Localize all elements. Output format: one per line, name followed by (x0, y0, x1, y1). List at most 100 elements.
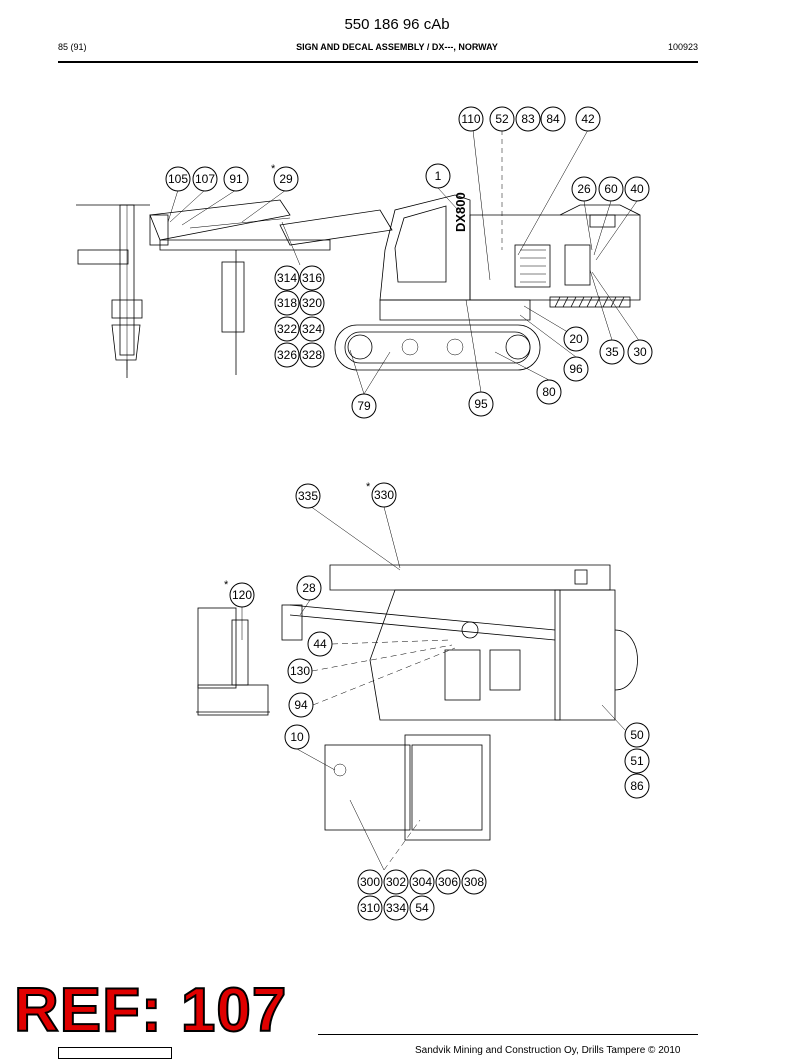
svg-text:42: 42 (581, 112, 595, 126)
svg-text:79: 79 (357, 399, 371, 413)
svg-text:324: 324 (302, 322, 322, 336)
svg-text:310: 310 (360, 901, 380, 915)
callout-bubble: 300 (357, 869, 383, 895)
callout-bubble: 20 (563, 326, 589, 352)
svg-text:326: 326 (277, 348, 297, 362)
svg-text:44: 44 (313, 637, 327, 651)
star-mark: * (271, 163, 276, 175)
callout-bubble: 51 (624, 748, 650, 774)
svg-text:334: 334 (386, 901, 406, 915)
callout-bubble: 96 (563, 356, 589, 382)
document-number: 550 186 96 cAb (344, 16, 450, 33)
document-code: 100923 (667, 42, 698, 52)
callout-bubble: 35 (599, 339, 625, 365)
callout-bubble: 54 (409, 895, 435, 921)
footer-rule (318, 1034, 698, 1035)
callout-bubble: 322 (274, 316, 300, 342)
callout-group-top: 335 330 120 28 44 130 94 50 51 86 10 300… (229, 482, 650, 921)
svg-text:320: 320 (302, 296, 322, 310)
callout-bubble: 86 (624, 773, 650, 799)
callout-bubble: 314 (274, 265, 300, 291)
callout-bubble: 91 (223, 166, 249, 192)
svg-text:120: 120 (232, 588, 252, 602)
svg-text:28: 28 (302, 581, 316, 595)
callout-bubble: 107 (192, 166, 218, 192)
callout-bubble: 320 (299, 290, 325, 316)
callout-bubble: 29 (273, 166, 299, 192)
svg-text:84: 84 (546, 112, 560, 126)
callout-bubble: 84 (540, 106, 566, 132)
svg-text:29: 29 (279, 172, 293, 186)
star-mark: * (224, 579, 229, 591)
svg-text:30: 30 (633, 345, 647, 359)
callout-bubble: 328 (299, 342, 325, 368)
machine-label: DX800 (453, 192, 468, 232)
callout-group-side: 110 52 83 84 42 105 107 91 29 1 26 60 40… (165, 106, 653, 419)
callout-bubble: 94 (288, 692, 314, 718)
callout-bubble: 310 (357, 895, 383, 921)
callout-bubble: 330 (371, 482, 397, 508)
callout-bubble: 95 (468, 391, 494, 417)
svg-text:330: 330 (374, 488, 394, 502)
callout-bubble: 326 (274, 342, 300, 368)
page-number: 85 (91) (58, 42, 87, 52)
callout-bubble: 80 (536, 379, 562, 405)
callout-bubble: 52 (489, 106, 515, 132)
svg-text:54: 54 (415, 901, 429, 915)
footer-logo-box (58, 1047, 172, 1059)
svg-text:107: 107 (195, 172, 215, 186)
svg-text:96: 96 (569, 362, 583, 376)
callout-bubble: 120 (229, 582, 255, 608)
top-view-drawing: * * (196, 481, 638, 871)
svg-text:50: 50 (630, 728, 644, 742)
svg-text:20: 20 (569, 332, 583, 346)
svg-text:94: 94 (294, 698, 308, 712)
page-title: SIGN AND DECAL ASSEMBLY / DX---, NORWAY (296, 42, 498, 52)
svg-text:80: 80 (542, 385, 556, 399)
svg-text:110: 110 (461, 112, 480, 126)
svg-text:318: 318 (277, 296, 297, 310)
callout-bubble: 42 (575, 106, 601, 132)
svg-text:35: 35 (605, 345, 619, 359)
svg-text:1: 1 (435, 169, 442, 183)
callout-bubble: 316 (299, 265, 325, 291)
svg-text:300: 300 (360, 875, 380, 889)
svg-text:86: 86 (630, 779, 644, 793)
svg-text:302: 302 (386, 875, 406, 889)
callout-bubble: 1 (425, 163, 451, 189)
svg-text:335: 335 (298, 489, 318, 503)
svg-text:26: 26 (577, 182, 591, 196)
callout-bubble: 105 (165, 166, 191, 192)
callout-bubble: 308 (461, 869, 487, 895)
callout-bubble: 44 (307, 631, 333, 657)
callout-bubble: 83 (515, 106, 541, 132)
svg-text:328: 328 (302, 348, 322, 362)
callout-bubble: 302 (383, 869, 409, 895)
callout-bubble: 318 (274, 290, 300, 316)
callout-bubble: 130 (287, 658, 313, 684)
svg-text:322: 322 (277, 322, 297, 336)
svg-text:40: 40 (630, 182, 644, 196)
callout-bubble: 324 (299, 316, 325, 342)
callout-bubble: 304 (409, 869, 435, 895)
svg-text:308: 308 (464, 875, 484, 889)
callout-bubble: 26 (571, 176, 597, 202)
callout-bubble: 306 (435, 869, 461, 895)
svg-text:52: 52 (495, 112, 509, 126)
callout-bubble: 10 (284, 724, 310, 750)
svg-text:304: 304 (412, 875, 432, 889)
svg-text:95: 95 (474, 397, 488, 411)
svg-text:130: 130 (290, 664, 310, 678)
svg-text:91: 91 (229, 172, 243, 186)
svg-text:316: 316 (302, 271, 322, 285)
svg-text:83: 83 (521, 112, 535, 126)
callout-bubble: 334 (383, 895, 409, 921)
callout-bubble: 79 (351, 393, 377, 419)
callout-bubble: 40 (624, 176, 650, 202)
svg-text:60: 60 (604, 182, 618, 196)
header-rule (58, 61, 698, 63)
svg-text:306: 306 (438, 875, 458, 889)
svg-text:314: 314 (277, 271, 297, 285)
callout-bubble: 60 (598, 176, 624, 202)
